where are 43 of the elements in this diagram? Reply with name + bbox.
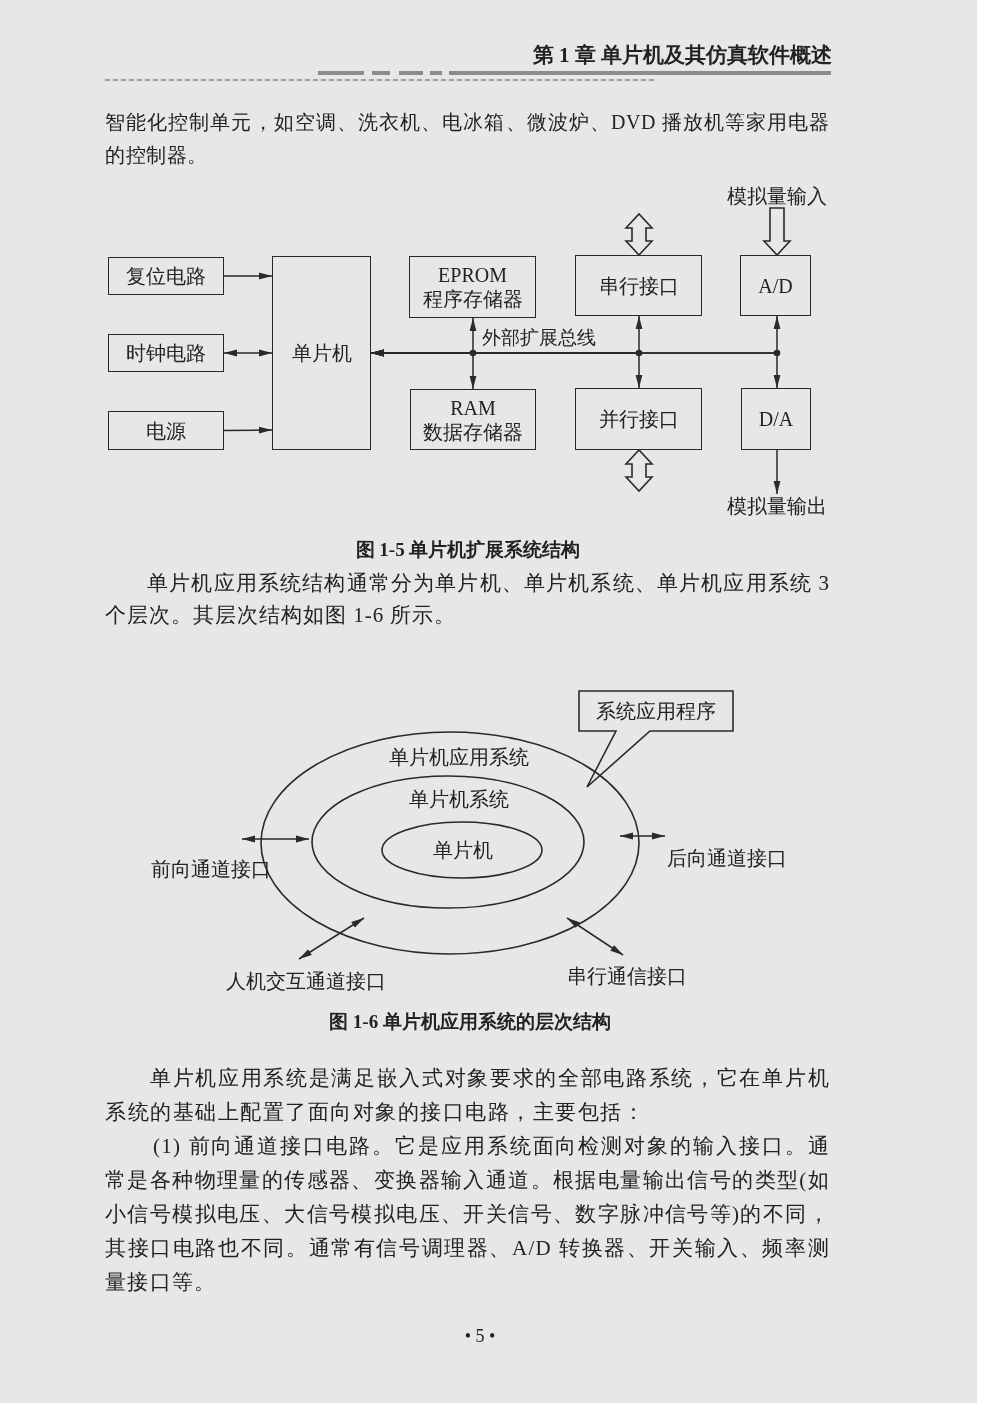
body-paragraph: (1) 前向通道接口电路。它是应用系统面向检测对象的输入接口。通常是各种物理量的传感器、变换器输入通道。根据电量输出信号的类型(如小信号模拟电压、大信号模拟电压、开关信号、数字脉冲信号等)的不同，其接口电路也不同。通常有信号调理器、A/D 转换器、开关输入、频率测量接口等。	[105, 1133, 830, 1296]
double-arrow	[370, 349, 781, 389]
interface-label: 后向通道接口	[667, 846, 787, 870]
memory-box: RAM 数据存储器	[410, 389, 536, 450]
layer-label: 单片机系统	[409, 787, 509, 811]
hollow-double-arrow	[624, 212, 654, 257]
body-paragraph: 单片机应用系统结构通常分为单片机、单片机系统、单片机应用系统 3 个层次。其层次结构如图 1-6 所示。	[105, 570, 830, 629]
signal-label: 模拟量输入	[727, 184, 827, 208]
double-arrow	[241, 835, 310, 843]
layer-label: 单片机	[433, 838, 493, 862]
memory-box: EPROM 程序存储器	[409, 256, 536, 318]
converter-box: D/A	[741, 388, 811, 450]
double-arrow	[566, 917, 624, 956]
hollow-double-arrow	[624, 448, 654, 493]
double-arrow	[619, 832, 666, 840]
double-arrow	[223, 349, 273, 357]
interface-box: 并行接口	[575, 388, 702, 450]
circuit-box: 复位电路	[108, 257, 224, 295]
converter-box: A/D	[740, 255, 811, 316]
bus-label: 外部扩展总线	[482, 327, 596, 349]
hollow-arrow	[762, 207, 792, 257]
circuit-box: 时钟电路	[108, 334, 224, 372]
body-paragraph: 智能化控制单元，如空调、洗衣机、电冰箱、微波炉、DVD 播放机等家用电器的控制器。	[105, 110, 830, 168]
mcu-box: 单片机	[272, 256, 371, 450]
arrow	[223, 272, 273, 280]
callout-bubble: 系统应用程序	[578, 690, 734, 790]
page-number: • 5 •	[464, 1325, 496, 1348]
arrow	[223, 426, 273, 434]
double-arrow	[298, 917, 365, 960]
circuit-box: 电源	[108, 411, 224, 450]
interface-label: 前向通道接口	[151, 857, 271, 881]
interface-label: 人机交互通道接口	[226, 969, 386, 993]
figure-caption: 图 1-6 单片机应用系统的层次结构	[329, 1010, 611, 1034]
layer-ellipse	[311, 775, 585, 909]
arrow	[773, 449, 781, 495]
layer-ellipse	[381, 821, 543, 879]
body-paragraph: 单片机应用系统是满足嵌入式对象要求的全部电路系统，它在单片机系统的基础上配置了面向对象的接口电路，主要包括：	[105, 1065, 830, 1126]
chapter-header: 第 1 章 单片机及其仿真软件概述	[532, 42, 832, 68]
interface-box: 串行接口	[575, 255, 702, 316]
interface-label: 串行通信接口	[567, 964, 687, 988]
layer-label: 单片机应用系统	[389, 745, 529, 769]
figure-caption: 图 1-5 单片机扩展系统结构	[355, 538, 581, 562]
signal-label: 模拟量输出	[727, 494, 827, 518]
